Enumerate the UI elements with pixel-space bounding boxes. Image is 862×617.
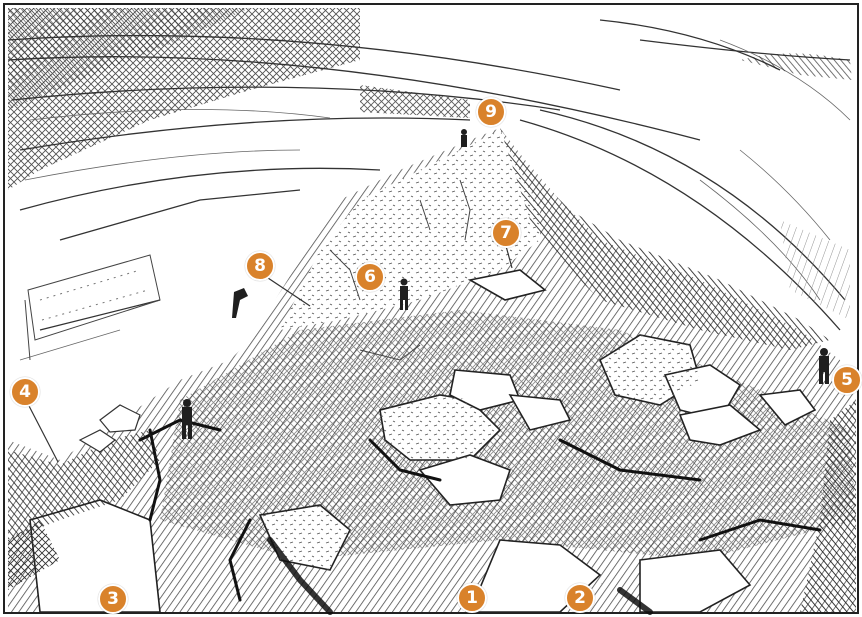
marker-3: 3: [98, 584, 128, 614]
marker-2: 2: [565, 583, 595, 613]
marker-1: 1: [457, 583, 487, 613]
marker-7: 7: [491, 218, 521, 248]
marker-9: 9: [476, 97, 506, 127]
marker-8: 8: [245, 251, 275, 281]
marker-6: 6: [355, 262, 385, 292]
marker-5: 5: [832, 365, 862, 395]
marker-4: 4: [10, 377, 40, 407]
